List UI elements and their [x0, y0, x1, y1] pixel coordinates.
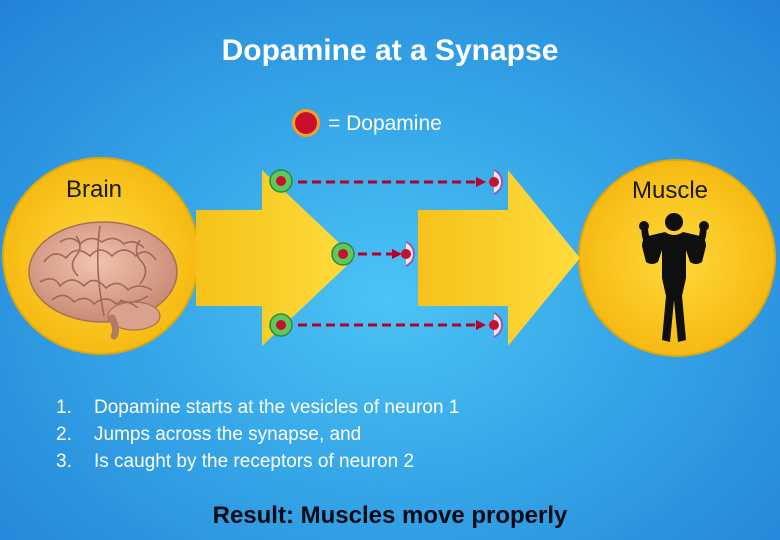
steps-list: 1. Dopamine starts at the vesicles of ne…	[56, 394, 459, 475]
step-text: Is caught by the receptors of neuron 2	[94, 451, 415, 472]
step-number: 1.	[56, 397, 72, 418]
step-number: 3.	[56, 451, 72, 472]
neuron-1-arrow	[196, 170, 355, 346]
brain-icon	[28, 221, 178, 340]
step-number: 2.	[56, 424, 72, 445]
result-statement: Result: Muscles move properly	[212, 502, 568, 529]
dopamine-molecule-icon	[292, 109, 320, 137]
bottom-arrowhead	[476, 320, 486, 330]
page-title: Dopamine at a Synapse	[221, 34, 559, 67]
vesicle-bottom	[269, 313, 293, 337]
list-item: 1. Dopamine starts at the vesicles of ne…	[56, 394, 459, 421]
neuron-2-arrow	[418, 170, 580, 346]
brain-label: Brain	[66, 176, 123, 203]
list-item: 3. Is caught by the receptors of neuron …	[56, 448, 459, 475]
list-item: 2. Jumps across the synapse, and	[56, 421, 459, 448]
vesicle-top	[269, 169, 293, 193]
step-text: Jumps across the synapse, and	[94, 424, 362, 445]
legend-label: = Dopamine	[328, 112, 442, 135]
receptor-top	[489, 169, 503, 195]
receptor-bottom	[489, 312, 503, 338]
receptor-middle	[401, 241, 415, 267]
top-arrowhead	[476, 177, 486, 187]
step-text: Dopamine starts at the vesicles of neuro…	[94, 397, 460, 418]
middle-arrowhead	[392, 249, 402, 259]
vesicle-middle	[331, 242, 355, 266]
muscle-label: Muscle	[632, 177, 709, 204]
muscle-man-icon	[639, 213, 709, 342]
arrowheads	[392, 177, 486, 330]
transmission-arrows	[298, 180, 476, 327]
